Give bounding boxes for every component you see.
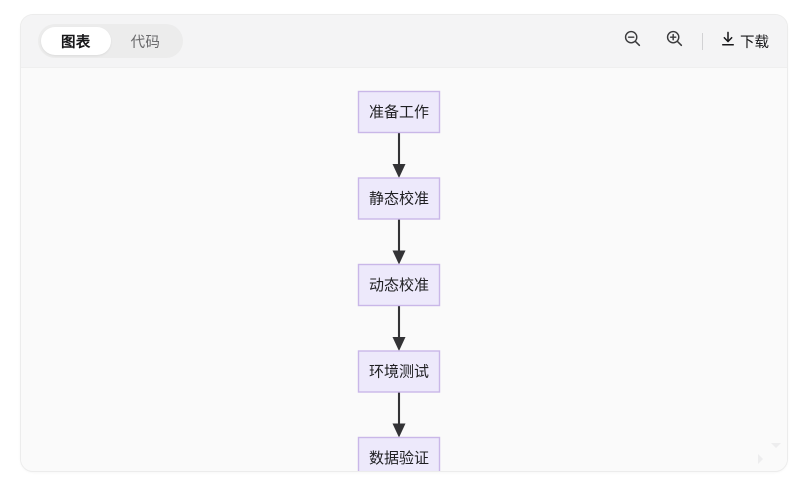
edge-n4-n5 [392, 392, 406, 438]
flow-node[interactable]: 环境测试 [357, 350, 441, 393]
zoom-out-button[interactable] [617, 26, 647, 56]
diagram-canvas[interactable]: 准备工作 静态校准 动态校准 环境测试 数据验证 [21, 68, 787, 471]
toolbar-actions: 下载 [617, 26, 771, 56]
flow-node-label: 动态校准 [369, 277, 429, 294]
toolbar-divider [702, 32, 703, 50]
flowchart-svg: 准备工作 静态校准 动态校准 环境测试 数据验证 [357, 90, 441, 472]
flow-node[interactable]: 准备工作 [357, 90, 441, 134]
download-icon [719, 30, 737, 52]
flow-node-label: 静态校准 [369, 190, 429, 207]
zoom-in-button[interactable] [659, 26, 689, 56]
download-button[interactable]: 下载 [717, 26, 771, 56]
flow-node-label: 环境测试 [369, 362, 429, 380]
toolbar: 图表 代码 [21, 15, 787, 68]
zoom-in-icon [665, 29, 684, 53]
flow-node[interactable]: 动态校准 [357, 263, 441, 307]
flow-node[interactable]: 静态校准 [357, 177, 441, 220]
flow-node-label: 数据验证 [369, 450, 429, 467]
tab-code[interactable]: 代码 [130, 34, 161, 51]
edge-n2-n3 [392, 219, 406, 265]
zoom-out-icon [623, 29, 642, 53]
flow-node-label: 准备工作 [369, 104, 429, 121]
diagram-card: 图表 代码 [20, 14, 788, 472]
download-label: 下载 [740, 34, 769, 51]
edge-n3-n4 [392, 305, 406, 351]
tab-chart[interactable]: 图表 [41, 27, 111, 55]
view-mode-tabs[interactable]: 图表 代码 [38, 24, 184, 58]
flow-node[interactable]: 数据验证 [357, 436, 441, 472]
edge-n1-n2 [392, 132, 406, 178]
